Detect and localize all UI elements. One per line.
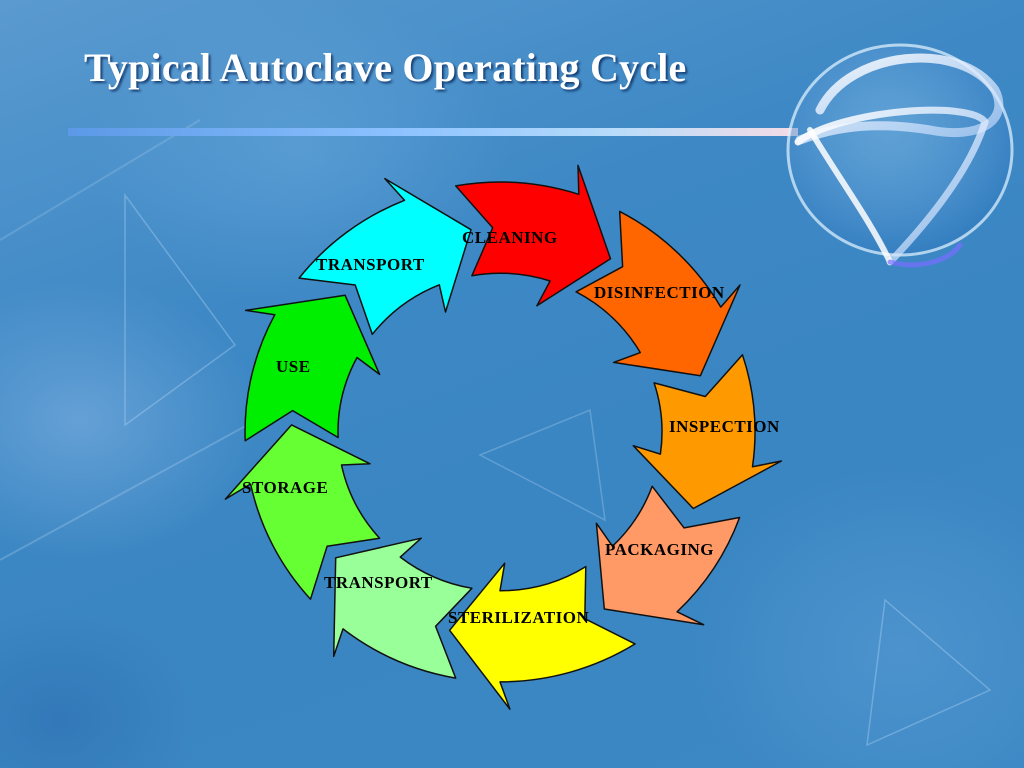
cycle-step-label: PACKAGING <box>605 540 715 559</box>
cycle-step-label: TRANSPORT <box>324 573 433 592</box>
cycle-step-arrow-packaging-3 <box>595 485 741 626</box>
cycle-step-label: STERILIZATION <box>448 608 590 627</box>
glass-ribbon-logo-icon <box>786 43 1014 268</box>
title-underline <box>68 128 798 136</box>
cycle-step-arrow-transport-8 <box>298 177 472 336</box>
cycle-step-arrow-inspection-2 <box>632 354 783 510</box>
cycle-step-arrow-disinfection-1 <box>575 210 741 377</box>
cycle-step-arrow-storage-6 <box>224 424 381 600</box>
cycle-step-arrow-cleaning-0 <box>454 164 612 307</box>
cycle-step-arrow-use-7 <box>244 294 381 442</box>
cycle-step-arrow-sterilization-4 <box>448 562 636 710</box>
slide-title: Typical Autoclave Operating Cycle <box>84 45 687 90</box>
cycle-step-label: CLEANING <box>462 228 558 247</box>
cycle-step-label: DISINFECTION <box>594 283 725 302</box>
cycle-step-label: TRANSPORT <box>316 255 425 274</box>
cycle-step-arrow-transport-5 <box>332 537 473 679</box>
cycle-step-label: USE <box>276 357 311 376</box>
cycle-step-label: STORAGE <box>242 478 329 497</box>
cycle-step-label: INSPECTION <box>669 417 780 436</box>
